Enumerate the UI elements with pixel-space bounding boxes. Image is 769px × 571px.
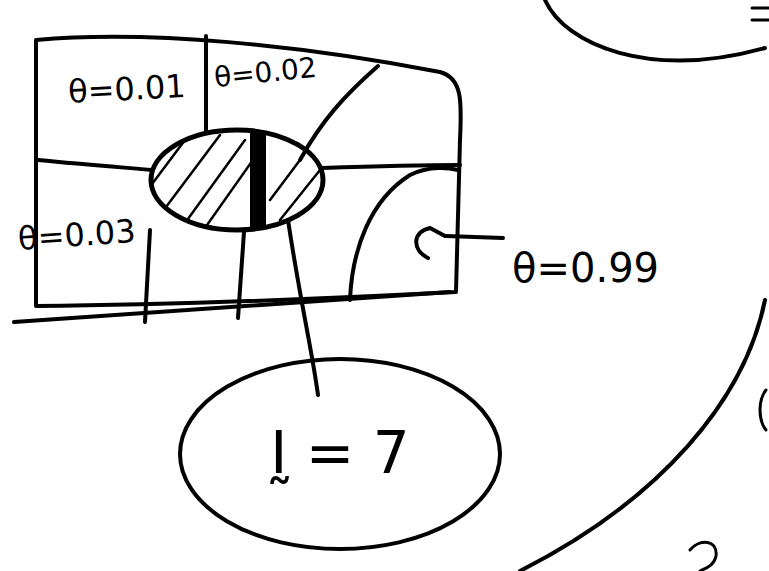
node-text: Ḭ = 7 xyxy=(270,419,409,489)
theta-label: θ=0.99 xyxy=(512,246,659,290)
theta-label: θ=0.02 xyxy=(213,53,319,94)
circle-node: Ḭ = 7 xyxy=(177,356,503,552)
theta-label: θ=0.01 xyxy=(67,69,186,110)
theta-label: θ=0.03 xyxy=(17,214,137,257)
